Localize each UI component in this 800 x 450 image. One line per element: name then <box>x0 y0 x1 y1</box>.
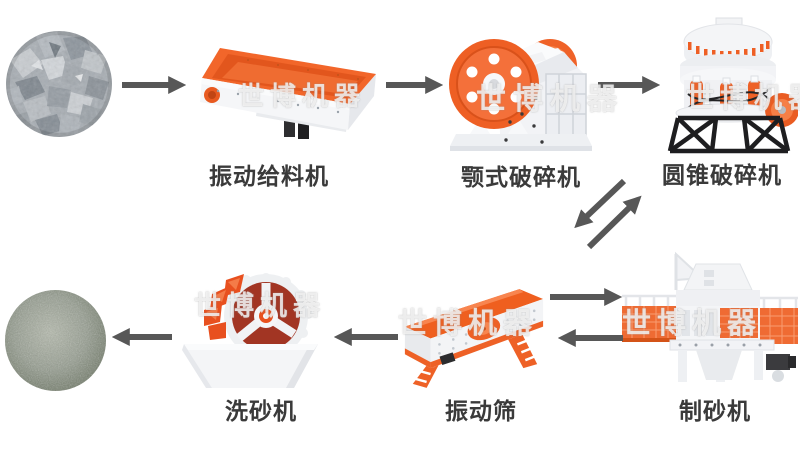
cone-crusher-label: 圆锥破碎机 <box>662 163 782 189</box>
jaw-crusher-illustration <box>449 39 592 151</box>
vibrating-screen-illustration <box>404 289 544 388</box>
arrow-cone-to-screen <box>574 178 627 229</box>
cone-crusher-illustration <box>667 17 798 154</box>
finished-sand-photo <box>5 290 106 391</box>
vibrating-feeder-label: 振动给料机 <box>209 164 329 190</box>
sand-maker-label: 制砂机 <box>679 399 751 425</box>
raw-material-photo <box>6 31 112 137</box>
arrow-screen-to-cone <box>586 195 642 250</box>
sand-maker-illustration <box>622 251 798 382</box>
vibrating-screen-label: 振动筛 <box>445 399 517 425</box>
vibrating-feeder-illustration <box>200 48 376 139</box>
sand-washer-label: 洗砂机 <box>225 399 297 425</box>
jaw-crusher-label: 颚式破碎机 <box>461 165 581 191</box>
sand-washer-illustration <box>182 273 318 388</box>
